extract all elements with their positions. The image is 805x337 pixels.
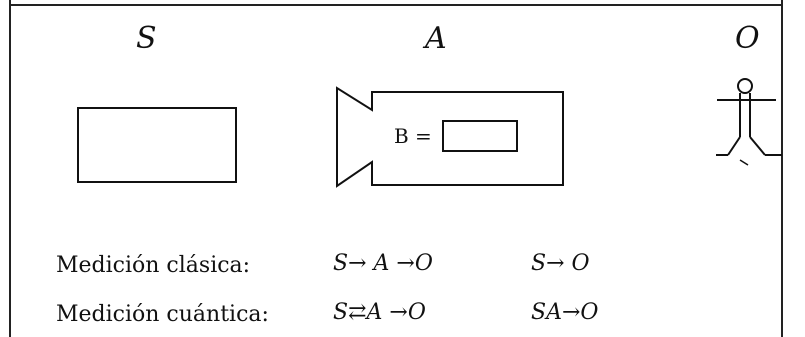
frame-right-border — [781, 0, 783, 337]
quantum-measurement-label: Medición cuántica: — [56, 302, 269, 327]
frame-top-border — [9, 4, 783, 6]
camera-icon — [336, 86, 564, 188]
pointer-display-box — [442, 120, 518, 152]
observer-heading: O — [735, 21, 760, 56]
classical-chain-formula: S→ A →O — [333, 251, 433, 276]
pointer-label: B = — [394, 124, 432, 148]
observer-leg-left — [727, 136, 741, 156]
observer-mark — [739, 159, 749, 166]
observer-head — [737, 78, 753, 94]
stick-figure-icon — [716, 78, 782, 166]
frame-left-border — [9, 0, 11, 337]
classical-direct-formula: S→ O — [531, 251, 590, 276]
system-rectangle — [77, 107, 237, 183]
quantum-direct-formula: SA→O — [531, 300, 599, 325]
camera-body — [336, 86, 564, 188]
observer-leg-right — [749, 136, 766, 156]
quantum-chain-formula: S⇄A →O — [333, 300, 426, 325]
classical-measurement-label: Medición clásica: — [56, 253, 251, 278]
apparatus-heading: A — [425, 21, 447, 56]
system-heading: S — [136, 21, 157, 56]
